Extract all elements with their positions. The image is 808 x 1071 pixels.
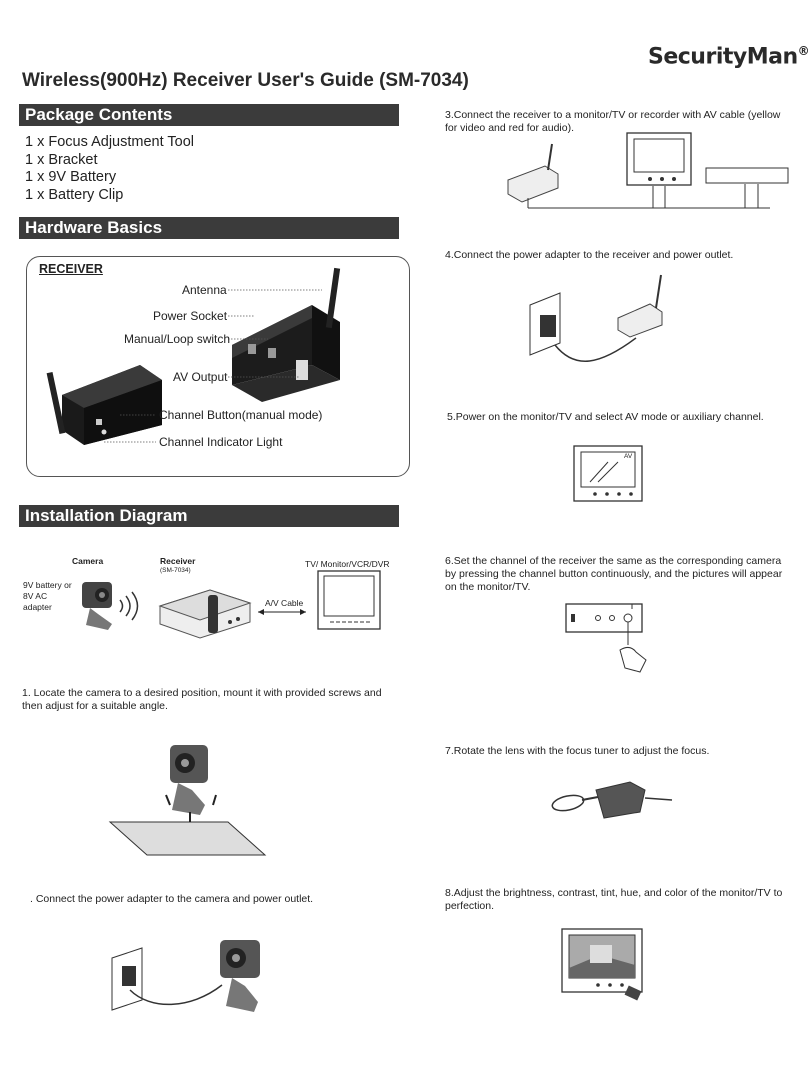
brand-logo: SecurityMan® (648, 44, 808, 69)
label-manual-loop-switch: Manual/Loop switch (124, 332, 231, 346)
step-5-av-tag: AV (624, 453, 633, 460)
brand-name: SecurityMan (648, 44, 798, 70)
label-power-socket: Power Socket (153, 309, 228, 323)
package-list: 1 x Focus Adjustment Tool 1 x Bracket 1 … (25, 134, 194, 204)
step-2: . Connect the power adapter to the camer… (30, 893, 314, 905)
package-item: 1 x Focus Adjustment Tool (25, 134, 194, 150)
brand-reg: ® (797, 44, 808, 58)
label-channel-button: Channel Button(manual mode) (159, 408, 323, 422)
diagram-receiver-label: Receiver (160, 556, 196, 566)
label-av-output: AV Output (173, 370, 228, 384)
page-title: Wireless(900Hz) Receiver User's Guide (S… (22, 70, 469, 91)
diagram-power-label: 9V battery or 8V AC adapter (23, 580, 72, 612)
package-item: 1 x Battery Clip (25, 186, 124, 203)
package-item: 1 x Bracket (25, 151, 98, 168)
step-5: 5.Power on the monitor/TV and select AV … (447, 411, 764, 423)
step-4: 4.Connect the power adapter to the recei… (445, 249, 734, 261)
package-item: 1 x 9V Battery (25, 169, 117, 185)
label-antenna: Antenna (182, 283, 227, 297)
section-installation-diagram: Installation Diagram (19, 505, 399, 527)
diagram-receiver-model: (SM-7034) (160, 567, 191, 574)
diagram-tv-label: TV/ Monitor/VCR/DVR (305, 559, 390, 569)
step-3: 3.Connect the receiver to a monitor/TV o… (445, 109, 781, 134)
diagram-camera-label: Camera (72, 556, 104, 566)
receiver-panel (26, 256, 410, 477)
diagram-cable-label: A/V Cable (265, 598, 304, 608)
step-8: 8.Adjust the brightness, contrast, tint,… (445, 887, 783, 912)
section-hardware-basics: Hardware Basics (19, 217, 399, 239)
step-7: 7.Rotate the lens with the focus tuner t… (445, 745, 710, 757)
label-channel-indicator: Channel Indicator Light (159, 435, 283, 449)
step-6: 6.Set the channel of the receiver the sa… (445, 555, 783, 593)
receiver-title: RECEIVER (39, 262, 103, 276)
step-1: 1. Locate the camera to a desired positi… (22, 687, 382, 712)
section-package-contents: Package Contents (19, 104, 399, 126)
